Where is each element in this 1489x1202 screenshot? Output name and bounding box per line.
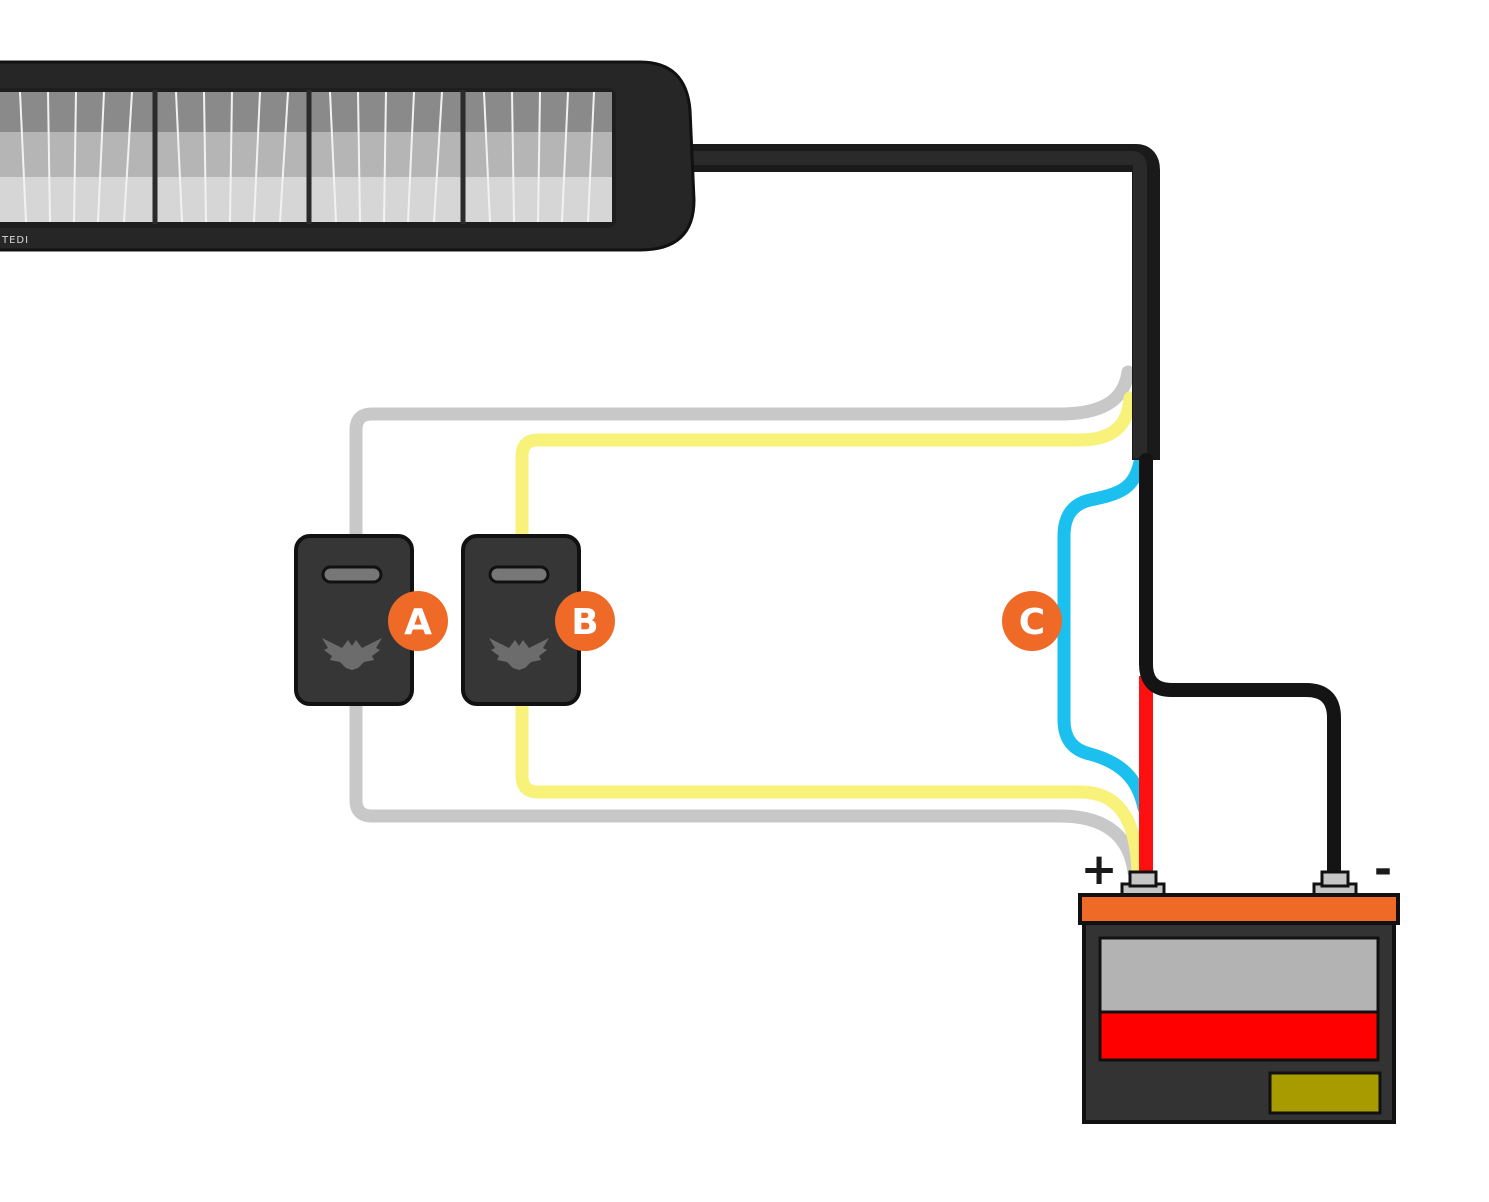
light-bar-brand: TEDI bbox=[1, 235, 29, 246]
switch-b-badge: B bbox=[555, 591, 615, 651]
battery: + - bbox=[1078, 844, 1400, 1124]
switch-a-badge: A bbox=[388, 591, 448, 651]
light-bar: TEDI bbox=[0, 60, 696, 252]
bird-logo-icon bbox=[322, 638, 382, 670]
bird-logo-icon bbox=[489, 638, 549, 670]
battery-top bbox=[1078, 893, 1400, 925]
positive-symbol: + bbox=[1081, 844, 1118, 895]
switch-indicator-light bbox=[321, 565, 383, 584]
battery-red-band bbox=[1098, 1010, 1380, 1062]
battery-label-plate bbox=[1268, 1071, 1382, 1115]
black-negative-wire bbox=[1139, 453, 1341, 883]
switch-b[interactable]: B bbox=[461, 534, 615, 706]
svg-text:A: A bbox=[404, 602, 432, 643]
blue-wire bbox=[1057, 455, 1151, 815]
gray-wire bbox=[349, 365, 1141, 879]
connector-c-badge: C bbox=[1002, 591, 1062, 651]
switch-indicator-light bbox=[488, 565, 550, 584]
battery-gray-band bbox=[1098, 936, 1380, 1014]
svg-text:B: B bbox=[571, 602, 598, 643]
svg-text:C: C bbox=[1019, 602, 1045, 643]
yellow-wire bbox=[515, 391, 1145, 879]
wires bbox=[349, 144, 1341, 883]
switch-a[interactable]: A bbox=[294, 534, 448, 706]
harness-cable-highlight bbox=[690, 151, 1147, 458]
negative-symbol: - bbox=[1374, 844, 1392, 895]
lens-segment-separators bbox=[152, 90, 466, 224]
reflector-dividers bbox=[19, 91, 595, 223]
